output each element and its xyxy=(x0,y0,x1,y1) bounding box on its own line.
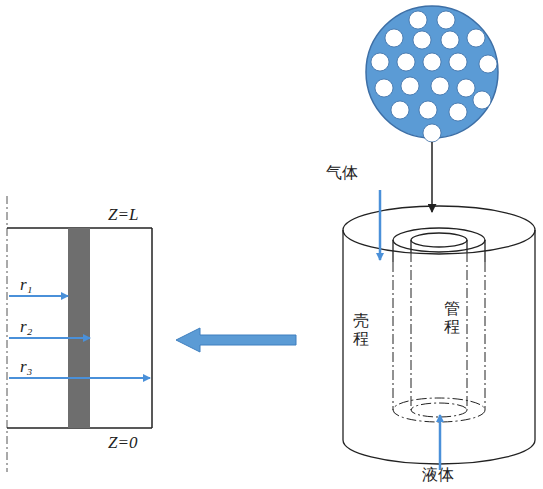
section-panel xyxy=(7,196,152,472)
shell-label: 壳程 xyxy=(353,312,369,347)
fiber-cross-section xyxy=(366,6,498,212)
radius-label: r₃ xyxy=(20,358,33,377)
gas-label: 气体 xyxy=(326,164,358,182)
radius-label: r₂ xyxy=(20,318,33,337)
liquid-label: 液体 xyxy=(422,466,454,484)
view-arrow xyxy=(176,328,296,352)
tube-label: 管程 xyxy=(444,300,460,335)
gas-arrow xyxy=(379,190,382,260)
z-bottom-label: Z=0 xyxy=(108,434,137,453)
liquid-arrow xyxy=(439,415,442,470)
z-top-label: Z=L xyxy=(108,206,138,225)
radius-label: r₁ xyxy=(20,276,33,295)
